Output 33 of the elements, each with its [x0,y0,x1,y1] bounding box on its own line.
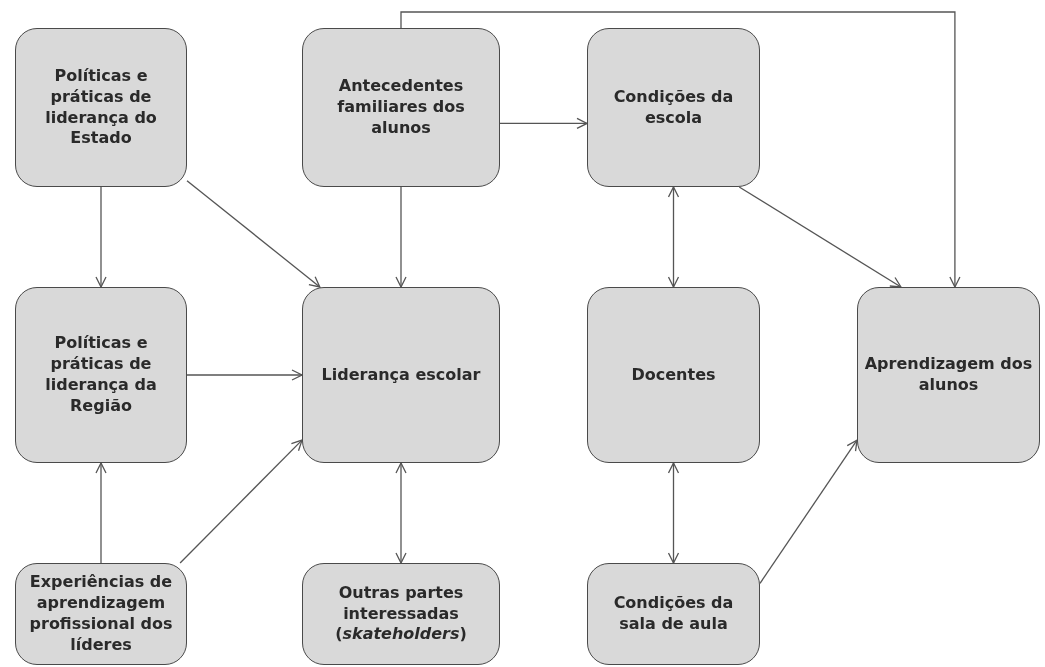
box-label: Antecedentes familiares dos alunos [336,76,466,139]
arrow [186,180,321,288]
arrow [738,186,902,288]
box-label: Políticas e práticas de liderança do Estado [44,65,158,150]
box-label: Outras partes interessadas (skateholders) [334,582,468,646]
process-box [302,563,500,665]
arrow [759,439,858,585]
process-box [15,563,187,665]
box-label: Experiências de aprendizagem profissional dos líderes [28,572,174,656]
arrow [95,462,107,564]
arrow [400,11,961,288]
box-label: Condições da sala de aula [612,593,735,635]
box-label: Aprendizagem dos alunos [864,354,1033,396]
process-box [302,28,500,187]
arrow [667,462,680,564]
process-box [587,287,760,463]
process-box [15,287,187,463]
arrow [186,369,303,381]
arrow [499,117,588,130]
arrow [395,186,407,288]
process-box [587,563,760,665]
box-label: Políticas e práticas de liderança da Região [44,333,158,417]
box-label: Docentes [631,364,716,386]
arrow [95,186,107,288]
box-label: Liderança escolar [321,364,481,386]
arrow [395,462,407,564]
process-box [857,287,1040,463]
box-label: Condições da escola [612,86,735,129]
arrow [179,439,303,564]
process-box [15,28,187,187]
process-box [302,287,500,463]
process-box [587,28,760,187]
arrow [667,186,680,288]
